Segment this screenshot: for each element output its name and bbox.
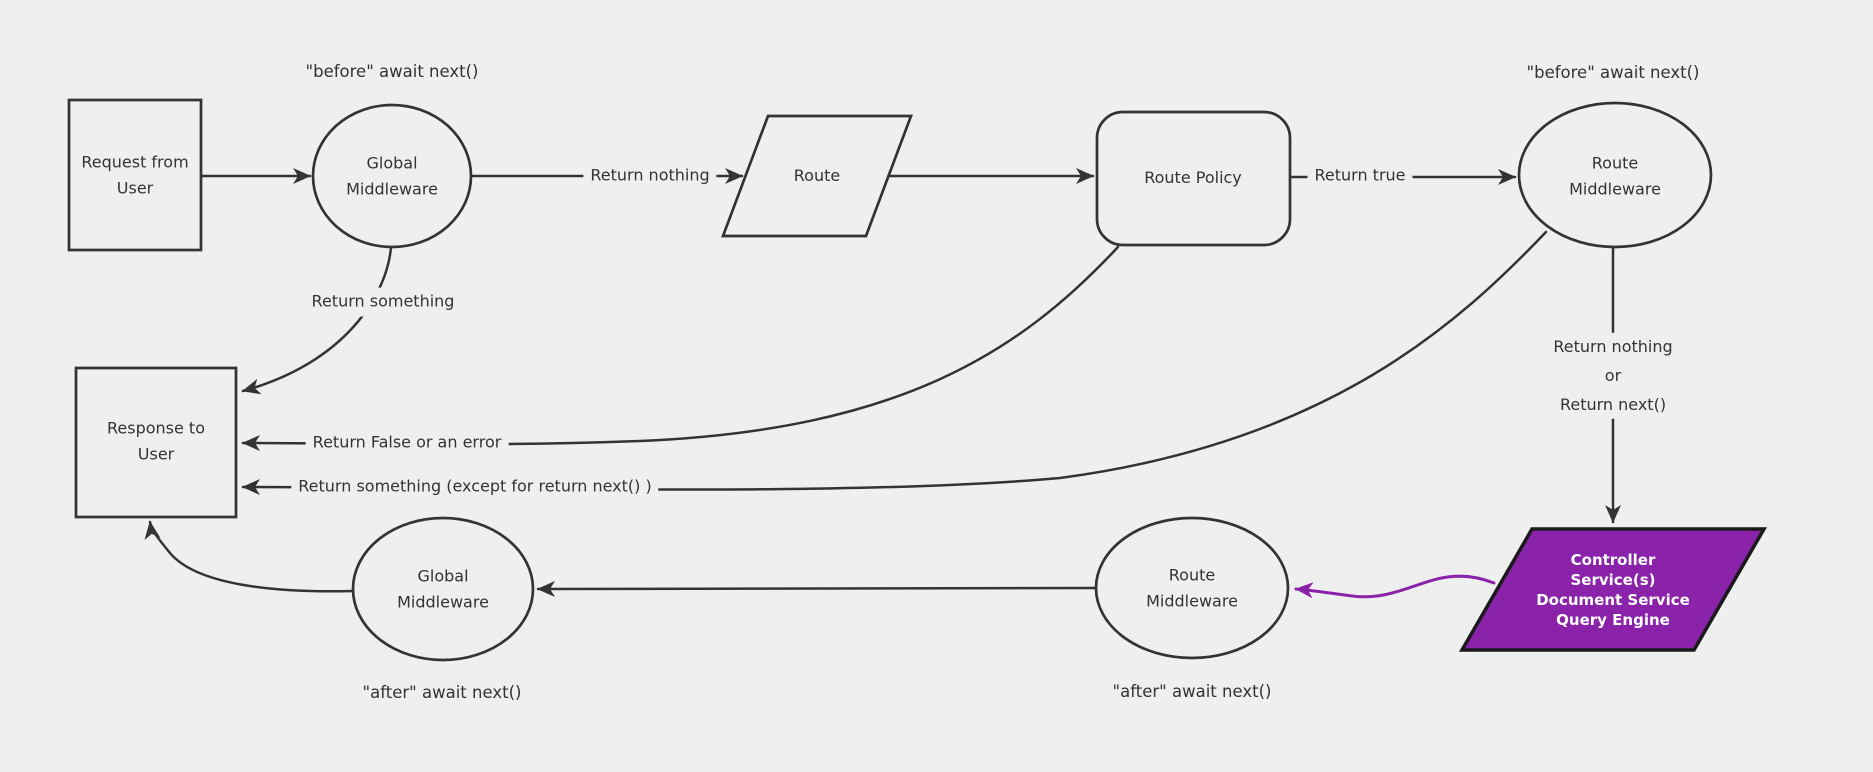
- route-middleware-before-node-shape: [1517, 101, 1713, 249]
- edge-global-middleware-to-response: [241, 245, 393, 395]
- global-middleware-before-node-shape: [311, 103, 473, 249]
- edge-global-middleware-after-to-response: [144, 520, 355, 593]
- annotation-before-await-next-left: "before" await next(): [305, 61, 479, 81]
- route-middleware-after-node-label: Route Middleware: [1146, 565, 1238, 610]
- route-policy-node-shape: [1095, 110, 1292, 247]
- response-node-label: Response to User: [107, 418, 205, 463]
- controller-services-node-shape: [1458, 527, 1768, 652]
- edge-label-return-false-or-error: Return False or an error: [305, 428, 509, 458]
- edge-label-return-nothing-or-next: Return nothing or Return next(): [1546, 332, 1680, 420]
- annotation-after-await-next-left: "after" await next(): [362, 682, 522, 702]
- global-middleware-after-node-label: Global Middleware: [397, 566, 489, 611]
- edge-label-return-nothing: Return nothing: [583, 161, 717, 191]
- route-node-shape: [721, 114, 913, 238]
- edge-label-return-true: Return true: [1307, 161, 1413, 191]
- global-middleware-before-node-label: Global Middleware: [346, 153, 438, 198]
- annotation-after-await-next-right: "after" await next(): [1112, 681, 1272, 701]
- annotation-before-await-next-right: "before" await next(): [1526, 62, 1700, 82]
- controller-services-node-label: Controller Service(s) Document Service Q…: [1536, 551, 1690, 629]
- global-middleware-after-node-shape: [351, 516, 535, 662]
- request-node-shape: [67, 98, 203, 252]
- request-node-label: Request from User: [81, 152, 189, 197]
- route-policy-node-label: Route Policy: [1144, 168, 1242, 188]
- edge-route-middleware-after-to-global-middleware-after: [536, 580, 1098, 597]
- diagram-nodes: [67, 98, 1768, 662]
- edge-controller-to-route-middleware-after: [1294, 574, 1496, 599]
- route-middleware-before-node-label: Route Middleware: [1569, 153, 1661, 198]
- edge-label-return-something: Return something: [304, 287, 462, 317]
- route-middleware-after-node-shape: [1094, 516, 1290, 660]
- edge-label-return-something-except: Return something (except for return next…: [291, 472, 659, 502]
- edge-route-policy-to-response: [241, 245, 1120, 452]
- route-node-label: Route: [793, 166, 841, 186]
- response-node-shape: [74, 366, 238, 519]
